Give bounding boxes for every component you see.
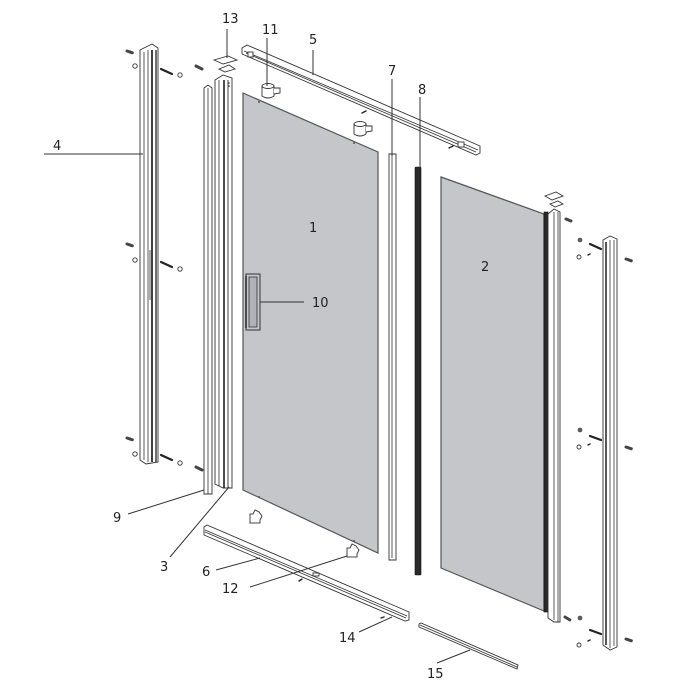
label-5: 5 <box>309 33 317 48</box>
end-cap-right <box>543 191 573 223</box>
label-7: 7 <box>388 64 396 79</box>
threshold-seal <box>418 622 519 670</box>
magnetic-seal-strip <box>414 166 422 576</box>
door-glass-panel <box>242 92 379 554</box>
top-pivot-hinge <box>261 83 373 137</box>
label-8: 8 <box>418 83 426 98</box>
label-6: 6 <box>202 565 210 580</box>
label-3: 3 <box>160 560 168 575</box>
label-4: 4 <box>53 139 61 154</box>
bottom-rail <box>203 524 410 622</box>
leader-lines <box>44 29 471 664</box>
label-12: 12 <box>222 582 239 597</box>
wall-profile-right <box>602 235 618 651</box>
label-10: 10 <box>312 296 329 311</box>
label-13: 13 <box>222 12 239 27</box>
end-cap-left <box>212 55 239 73</box>
label-2: 2 <box>481 260 489 275</box>
part-labels: 1 2 3 4 5 6 7 8 9 10 11 12 13 14 15 <box>53 12 489 682</box>
vertical-seal-profile <box>203 84 213 495</box>
label-14: 14 <box>339 631 356 646</box>
label-11: 11 <box>262 23 279 38</box>
wall-fixings-left <box>125 49 204 472</box>
door-closing-profile <box>388 153 397 561</box>
label-1: 1 <box>309 221 317 236</box>
wall-profile-left <box>139 43 159 465</box>
wall-adjustment-profile <box>214 74 233 489</box>
fixed-glass-panel <box>440 176 545 612</box>
bottom-pivot-hinge <box>249 509 360 558</box>
label-9: 9 <box>113 511 121 526</box>
wall-fixings-right <box>563 237 634 648</box>
fixed-panel-profile <box>543 208 561 623</box>
label-15: 15 <box>427 667 444 682</box>
